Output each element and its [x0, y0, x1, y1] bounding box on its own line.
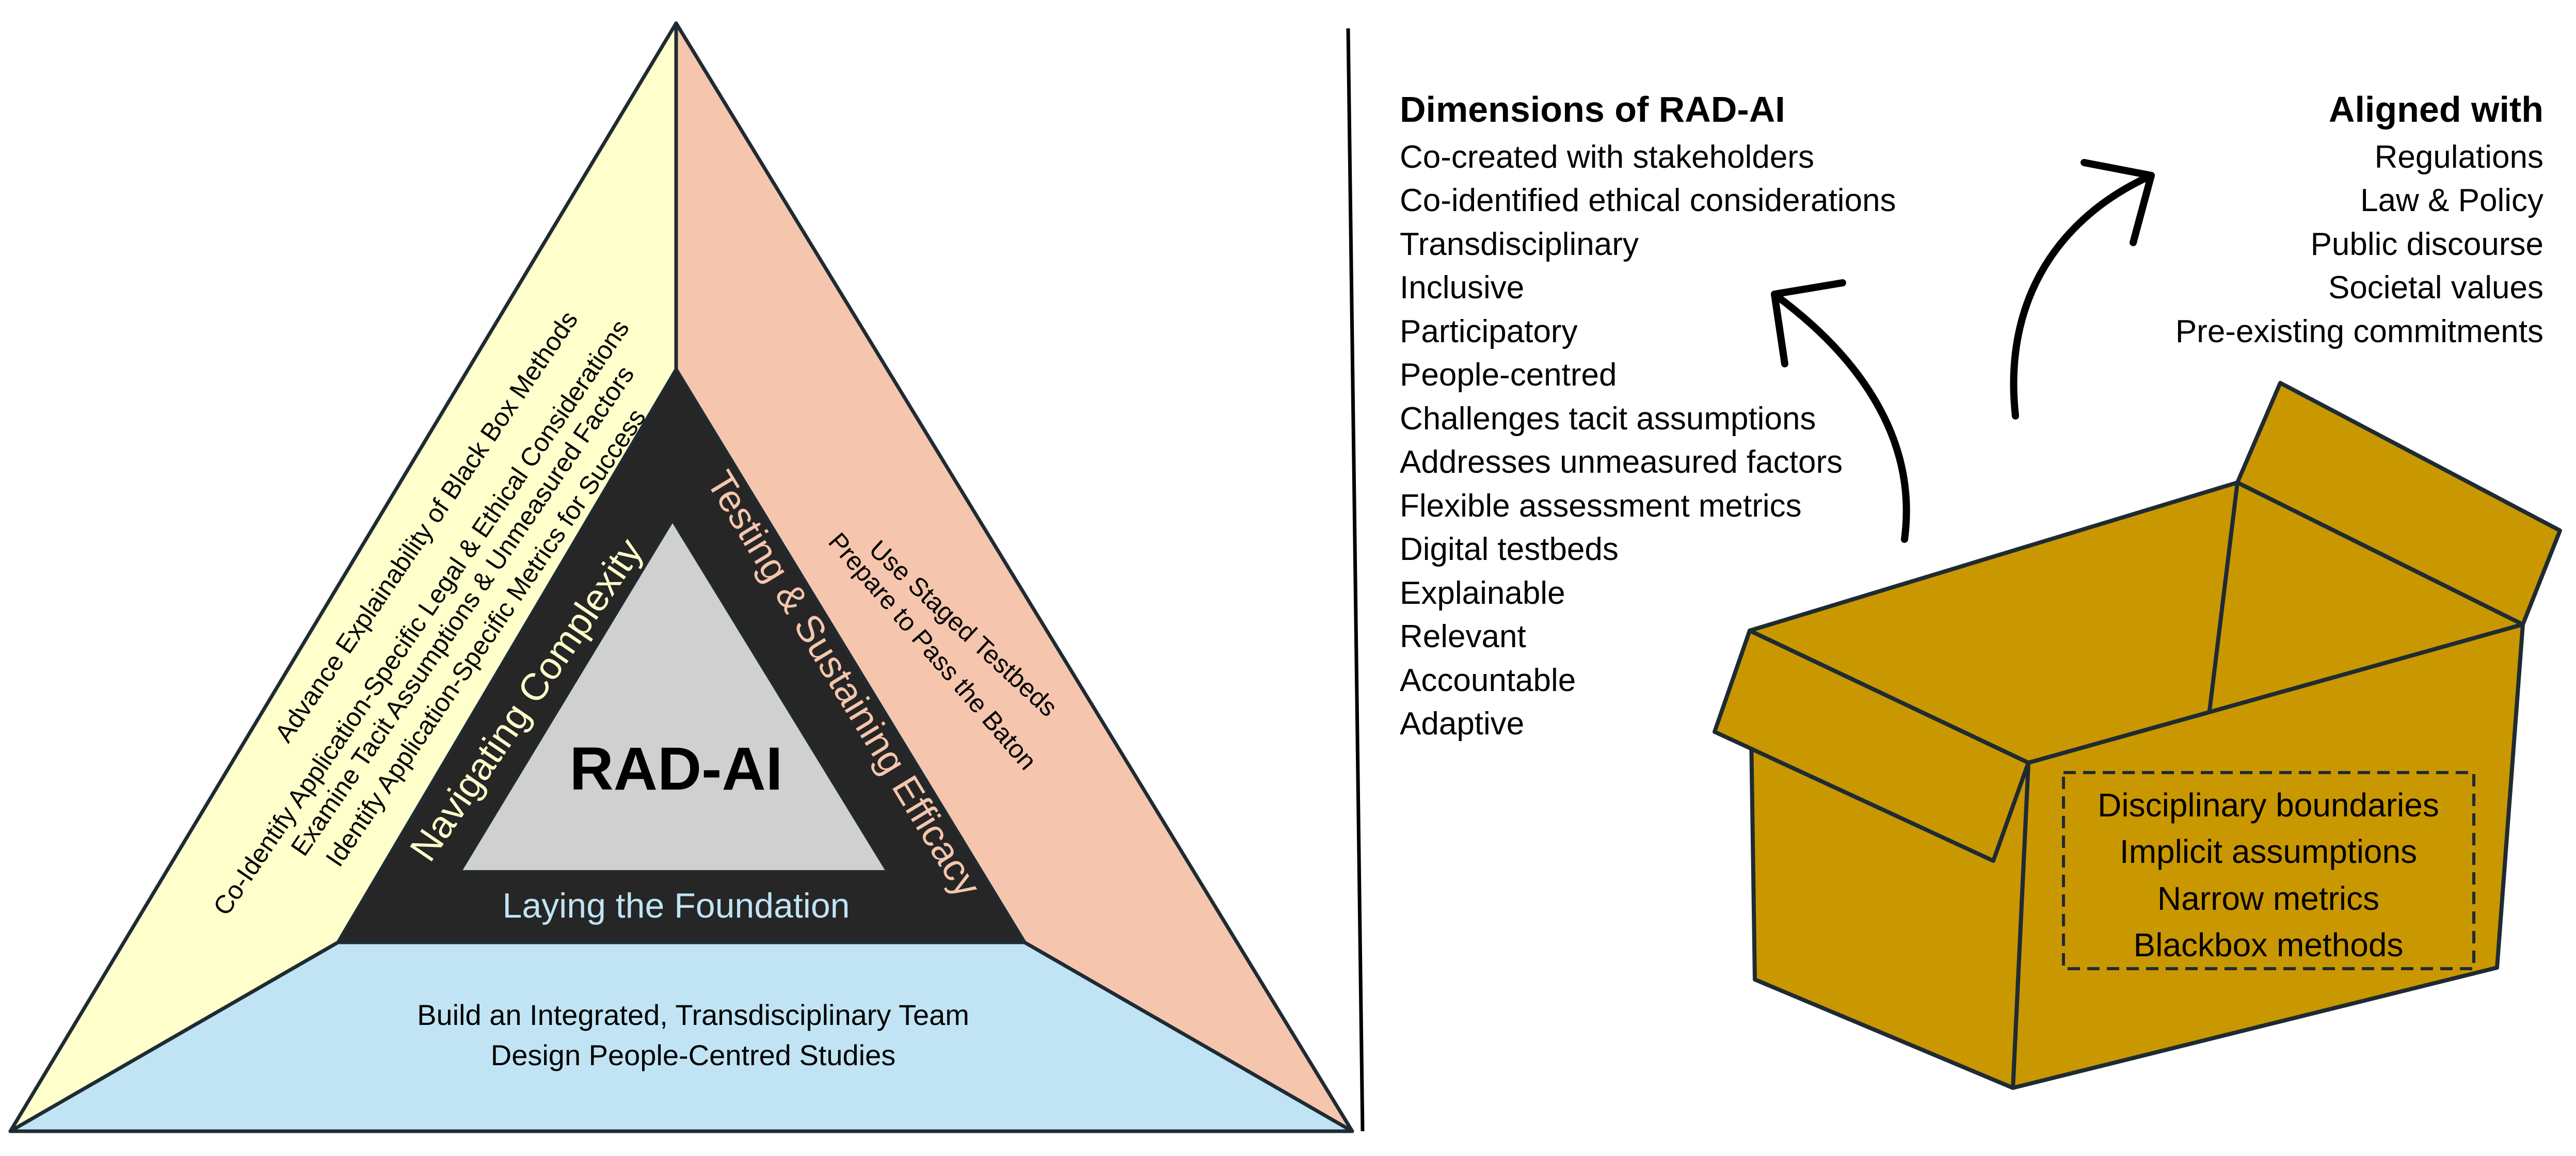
- dimensions-list: Dimensions of RAD-AI Co-created with sta…: [1400, 89, 1896, 742]
- box-label-dashed: [2062, 771, 2475, 970]
- aligned-title: Aligned with: [2329, 89, 2543, 130]
- curved-arrow-right: [2010, 159, 2155, 420]
- box-flap-back: [2235, 381, 2562, 627]
- box-label-items: Disciplinary boundaries Implicit assumpt…: [2098, 786, 2439, 964]
- dimension-item: Challenges tacit assumptions: [1400, 401, 1816, 437]
- aligned-item: Societal values: [2328, 270, 2543, 306]
- dimension-item: Digital testbeds: [1400, 532, 1619, 567]
- dimension-item: Addresses unmeasured factors: [1400, 444, 1843, 480]
- bottom-item-1: Design People-Centred Studies: [491, 1039, 895, 1071]
- dimension-item: Co-identified ethical considerations: [1400, 183, 1896, 218]
- inner-grey-triangle: [459, 519, 889, 872]
- aligned-item: Pre-existing commitments: [2175, 314, 2543, 349]
- aligned-item: Regulations: [2375, 139, 2543, 175]
- dimension-item: Transdisciplinary: [1400, 227, 1639, 262]
- dimension-item: Participatory: [1400, 314, 1578, 349]
- box-item: Implicit assumptions: [2120, 833, 2417, 870]
- curved-arrow-left: [1771, 279, 1910, 543]
- box-flap-left: [1713, 629, 2030, 863]
- center-title: RAD-AI: [570, 735, 783, 803]
- box-item: Narrow metrics: [2157, 880, 2379, 917]
- dimension-item: Relevant: [1400, 619, 1526, 654]
- dimension-item: Inclusive: [1400, 270, 1524, 306]
- band-bottom-label: Laying the Foundation: [503, 886, 850, 925]
- aligned-list: Aligned with Regulations Law & Policy Pu…: [2175, 89, 2543, 349]
- open-box: [1713, 381, 2562, 1090]
- dimension-item: People-centred: [1400, 357, 1617, 393]
- bottom-item-0: Build an Integrated, Transdisciplinary T…: [417, 999, 969, 1031]
- vertical-divider: [1346, 28, 1365, 1132]
- pyramid-diagram: RAD-AI Laying the Foundation Navigating …: [8, 21, 1354, 1133]
- dimensions-title: Dimensions of RAD-AI: [1400, 89, 1785, 130]
- box-item: Blackbox methods: [2134, 926, 2404, 964]
- aligned-item: Law & Policy: [2360, 183, 2543, 218]
- dimension-item: Flexible assessment metrics: [1400, 488, 1802, 524]
- dimension-item: Adaptive: [1400, 706, 1524, 742]
- aligned-item: Public discourse: [2311, 227, 2543, 262]
- dimension-item: Explainable: [1400, 575, 1565, 611]
- box-item: Disciplinary boundaries: [2098, 786, 2439, 824]
- dimension-item: Accountable: [1400, 663, 1576, 698]
- dimension-item: Co-created with stakeholders: [1400, 139, 1814, 175]
